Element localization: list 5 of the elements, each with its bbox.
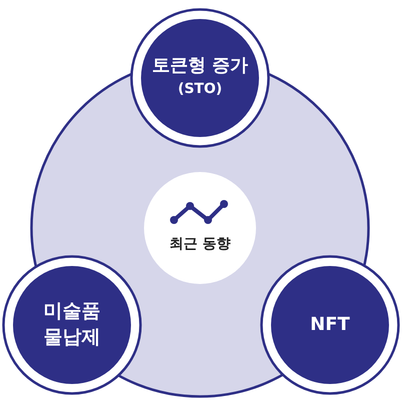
topic-label: 최근 동향 [170,235,230,254]
topic-label: 미술품 물납제 [42,299,102,350]
topic-label: 토큰형 증가 [152,54,248,78]
topic-label: NFT [310,313,350,337]
topic-subtitle: (STO) [178,80,222,99]
